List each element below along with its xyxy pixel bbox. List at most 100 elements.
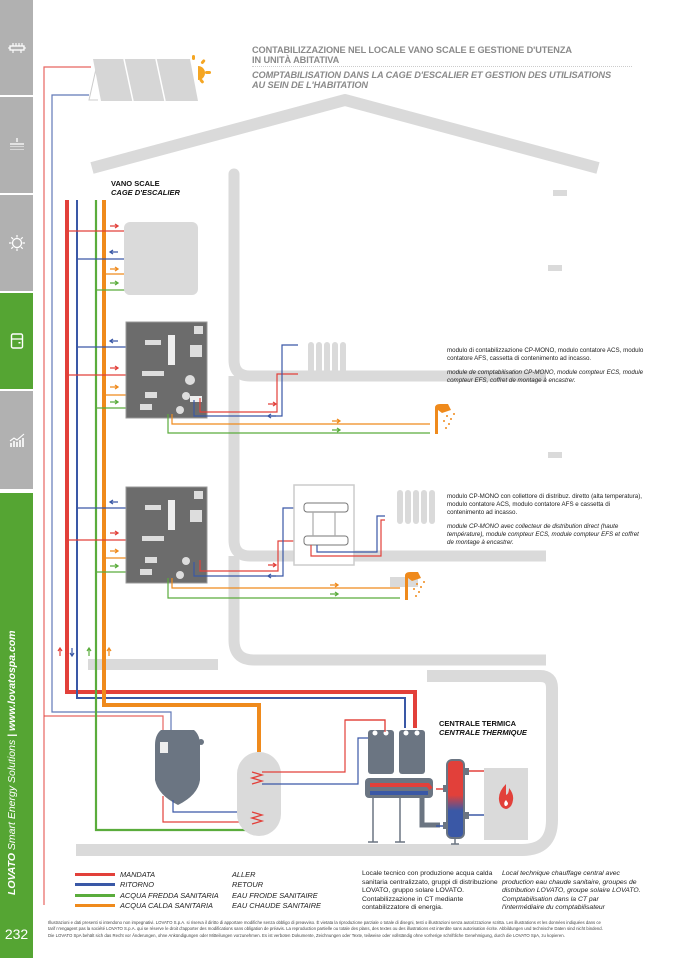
ground-floor-left [88, 659, 218, 670]
legend-item-supply: MANDATA ALLER [75, 869, 321, 880]
metering-module-unit-2 [67, 486, 208, 584]
floor-1 [228, 290, 546, 382]
shower-unit-2 [400, 570, 425, 600]
legend-label-fr: RETOUR [232, 880, 264, 890]
unit2-hot-water-line [171, 578, 400, 589]
unit1-hot-water-line [171, 414, 430, 425]
building-outline [76, 94, 600, 856]
radiator-unit-1 [308, 342, 346, 376]
solar-return-line [51, 94, 172, 732]
disclaimer-line-2: tarif n'engagent pas la société LOVATO S… [48, 926, 603, 932]
stairwell-label: VANO SCALE CAGE D'ESCALIER [111, 179, 180, 197]
riser-return [76, 200, 406, 728]
solar-supply-line [43, 66, 91, 905]
disclaimer-line-3: Die LOVATO SpA behält sich das Recht vor… [48, 932, 565, 938]
chart-growth-icon [9, 433, 24, 447]
central-plant-label: CENTRALE TERMICA CENTRALE THERMIQUE [439, 719, 527, 737]
unit1-description: modulo di contabilizzazione CP-MONO, mod… [447, 347, 647, 385]
unit1-description-fr: module de comptabilisation CP-MONO, modu… [447, 369, 644, 384]
disclaimer-line-1: Illustrazioni e dati presenti si intendo… [48, 920, 601, 925]
unit2-manifold-return [193, 507, 303, 577]
legend-label-it: MANDATA [120, 869, 156, 879]
footer-disclaimer: Illustrazioni e dati presenti si intendo… [48, 920, 640, 939]
title-fr-line2: AU SEIN DE L'HABITATION [252, 80, 368, 90]
legend-item-return: RITORNO RETOUR [75, 880, 321, 891]
central-plant-description-it: Locale tecnico con produzione acqua cald… [362, 870, 498, 912]
radiator-unit-2 [397, 490, 435, 524]
unit1-radiator-supply [199, 373, 298, 413]
unit1-cold-water-line [167, 414, 430, 434]
sidebar-brand-strip [0, 493, 33, 958]
boiler [484, 768, 528, 840]
sidebar-tab-shower[interactable] [0, 97, 33, 193]
sun-icon [192, 55, 211, 84]
page-number: 232 [4, 926, 29, 942]
title-divider [252, 66, 632, 67]
title-it-line2: IN UNITÀ ABITATIVA [252, 55, 340, 65]
legend-label-fr: EAU CHAUDE SANITAIRE [232, 901, 321, 911]
side-tick-1 [548, 452, 562, 458]
legend-label-it: ACQUA FREDDA SANITARIA [120, 890, 219, 900]
floor-2-stub [390, 577, 418, 587]
floor-3 [228, 556, 546, 666]
stairwell-cabinet-top [67, 222, 198, 295]
hydraulic-separator [436, 759, 484, 845]
legend-label-it: ACQUA CALDA SANITARIA [120, 901, 213, 911]
unit1-description-it: modulo di contabilizzazione CP-MONO, mod… [447, 347, 644, 362]
legend-label-it: RITORNO [120, 880, 154, 890]
sun-icon [8, 235, 25, 251]
unit2-manifold-supply [199, 540, 303, 572]
page-title-fr: COMPTABILISATION DANS LA CAGE D'ESCALIER… [252, 70, 632, 90]
unit2-cold-water-line [167, 578, 400, 599]
central-plant-label-it: CENTRALE TERMICA [439, 719, 517, 728]
solar-panel [88, 55, 211, 102]
sidebar-tab-metering[interactable] [0, 293, 33, 389]
heat-pump-units [368, 730, 425, 774]
page-title-it: CONTABILIZZAZIONE NEL LOCALE VANO SCALE … [252, 45, 632, 65]
legend-swatch-hot-water [75, 904, 115, 908]
branch-arrows-3 [108, 499, 120, 569]
roof [90, 94, 600, 174]
branch-arrows-1 [108, 223, 120, 286]
shower-head-icon [9, 138, 24, 150]
unit2-description-fr: module CP-MONO avec collecteur de distri… [447, 523, 639, 546]
riser-hot-water [102, 200, 261, 752]
distribution-header [365, 778, 440, 843]
legend-label-fr: EAU FROIDE SANITAIRE [232, 890, 318, 900]
basement-wall [76, 670, 558, 856]
unit2-description: modulo CP-MONO con collettore di distrib… [447, 493, 647, 547]
side-tick-2 [548, 265, 562, 271]
sidebar-tab-solar[interactable] [0, 195, 33, 291]
stairwell-label-fr: CAGE D'ESCALIER [111, 188, 180, 197]
legend: MANDATA ALLER RITORNO RETOUR ACQUA FREDD… [75, 869, 321, 911]
section-sidebar: LOVATO Smart Energy Solutions | www.lova… [0, 0, 33, 958]
heating-element-icon [7, 42, 26, 53]
legend-label-fr: ALLER [232, 869, 256, 879]
title-fr-line1: COMPTABILISATION DANS LA CAGE D'ESCALIER… [252, 70, 611, 80]
central-plant-label-fr: CENTRALE THERMIQUE [439, 728, 527, 737]
legend-swatch-cold-water [75, 893, 115, 897]
floor-2 [228, 376, 546, 562]
branch-arrows-2 [108, 338, 120, 405]
shower-unit-1 [430, 402, 455, 434]
sidebar-tab-heating[interactable] [0, 0, 33, 95]
flame-icon [498, 784, 514, 809]
meter-module-icon [10, 333, 23, 349]
central-plant-description-fr: Local technique chauffage central avec p… [502, 870, 641, 912]
legend-item-cold-water: ACQUA FREDDA SANITARIA EAU FROIDE SANITA… [75, 890, 321, 901]
riser-cold-water [94, 200, 262, 832]
unit1-radiator-return [193, 344, 298, 417]
stairwell-label-it: VANO SCALE [111, 179, 160, 188]
expansion-vessel [155, 730, 262, 823]
riser-flow-arrows [57, 646, 112, 658]
legend-swatch-supply [75, 872, 115, 876]
legend-item-hot-water: ACQUA CALDA SANITARIA EAU CHAUDE SANITAI… [75, 901, 321, 912]
legend-swatch-return [75, 883, 115, 887]
roof-eave-right [553, 190, 567, 196]
metering-module-unit-1 [67, 321, 208, 419]
title-it-line1: CONTABILIZZAZIONE NEL LOCALE VANO SCALE … [252, 45, 572, 55]
unit2-description-it: modulo CP-MONO con collettore di distrib… [447, 493, 642, 516]
distribution-manifold [293, 484, 385, 566]
sidebar-tab-energy[interactable] [0, 391, 33, 489]
